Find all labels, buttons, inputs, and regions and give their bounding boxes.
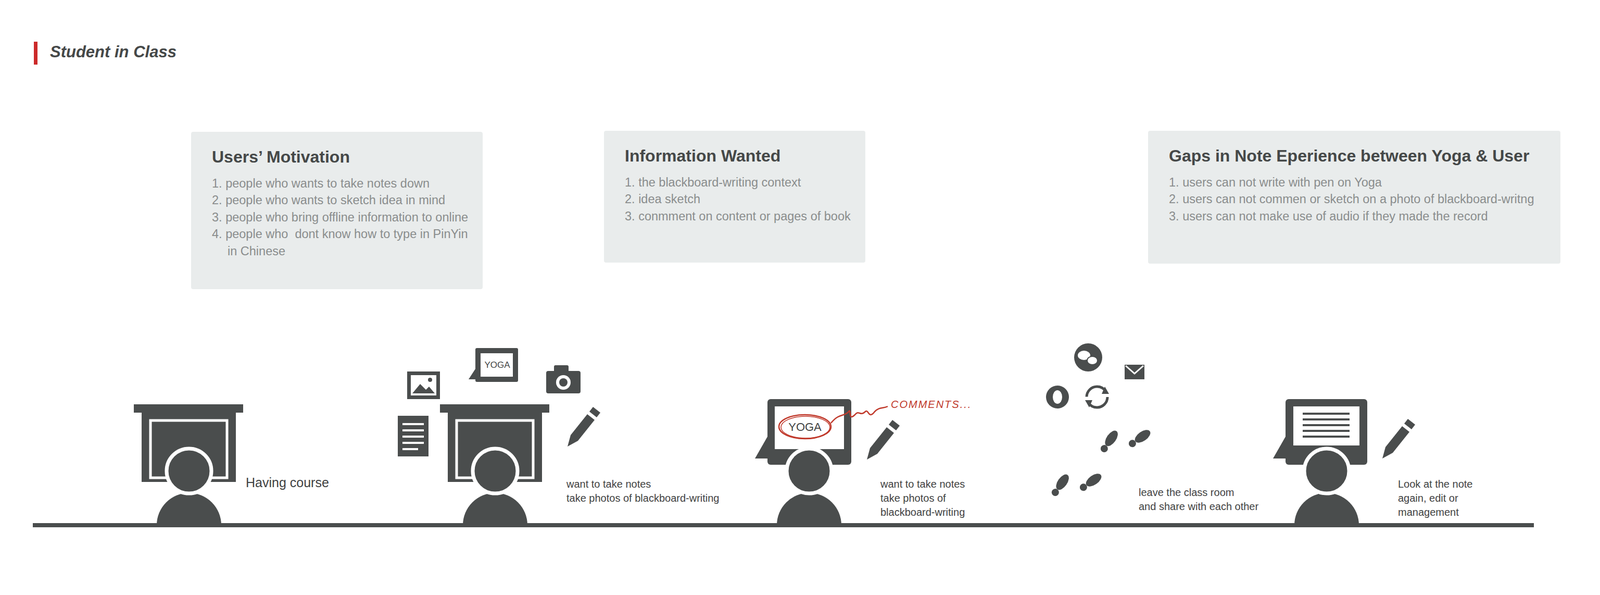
info-panel: Users’ Motivation 1. people who wants to …: [191, 131, 483, 289]
list-item: 3. conmment on content or pages of book: [624, 207, 853, 225]
page-title: Student in Class: [49, 42, 177, 62]
step-label: take photos of: [880, 492, 947, 504]
list-item: 2. people who wants to sketch idea in mi…: [211, 191, 471, 209]
panel-heading: Information Wanted: [624, 146, 853, 166]
step-label: want to take notes: [880, 477, 965, 490]
panel-heading: Gaps in Note Eperience between Yoga & Us…: [1168, 146, 1548, 166]
list-item: 3. people who bring offline information …: [211, 208, 471, 226]
list-item: 4. people who dont know how to type in P…: [211, 225, 471, 260]
step-label: again, edit or: [1397, 492, 1459, 504]
list-item: 1. the blackboard-writing context: [624, 173, 853, 191]
screen-text: YOGA: [788, 420, 822, 434]
list-item: 1. people who wants to take notes down: [211, 174, 471, 192]
list-item: 2. idea sketch: [624, 190, 853, 208]
list-item: 1. users can not write with pen on Yoga: [1168, 173, 1548, 191]
step-label: take photos of blackboard-writing: [566, 492, 720, 504]
step-label: want to take notes: [566, 477, 651, 490]
list-item: 3. users can not make use of audio if th…: [1168, 207, 1548, 225]
info-panel: Information Wanted 1. the blackboard-writ…: [603, 130, 866, 263]
panel-heading: Users’ Motivation: [211, 147, 471, 167]
step-label: blackboard-writing: [880, 506, 965, 518]
step-label: Look at the note: [1397, 477, 1473, 490]
step-label: and share with each other: [1138, 500, 1259, 512]
step-label: leave the class room: [1138, 486, 1234, 498]
step-label: Having course: [245, 475, 330, 490]
comment-note: COMMENTS...: [890, 398, 972, 410]
step-label: management: [1397, 506, 1459, 518]
icon-text: YOGA: [484, 360, 510, 371]
info-panel: Gaps in Note Eperience between Yoga & Us…: [1148, 130, 1561, 264]
list-item: 2. users can not commen or sketch on a p…: [1168, 190, 1548, 208]
